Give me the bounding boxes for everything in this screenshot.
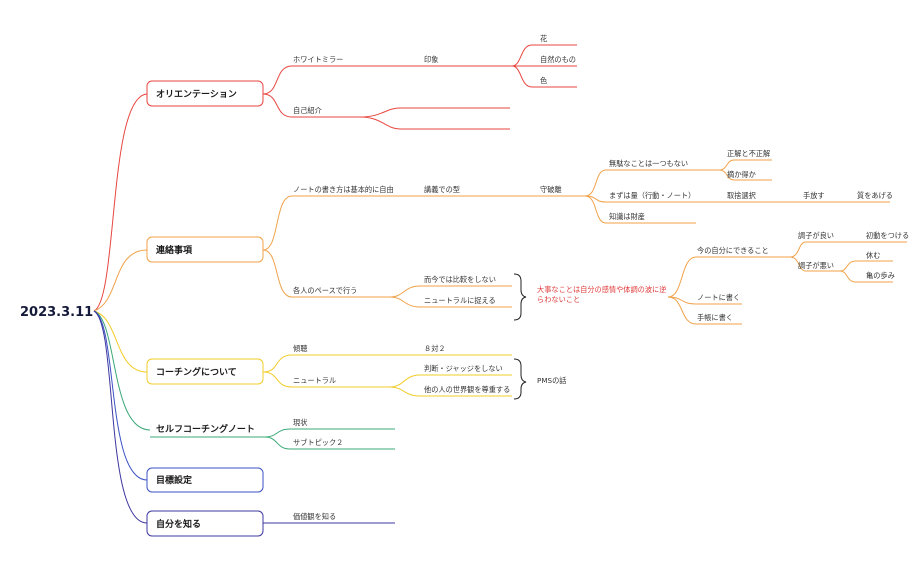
root-connector-self-coaching bbox=[93, 310, 151, 431]
node-neutral[interactable]: ニュートラル bbox=[293, 376, 336, 385]
node-note-free[interactable]: ノートの書き方は基本的に自由 bbox=[293, 185, 394, 194]
node-impression[interactable]: 印象 bbox=[424, 55, 438, 64]
main-topic-self-coaching[interactable]: セルフコーチングノート bbox=[156, 423, 255, 435]
main-topic-know-self-label: 自分を知る bbox=[156, 518, 201, 530]
node-let-go[interactable]: 手放す bbox=[803, 191, 825, 200]
node-white-mirror[interactable]: ホワイトミラー bbox=[293, 55, 343, 64]
root-connector-know-self bbox=[93, 310, 148, 524]
node-pms[interactable]: PMSの話 bbox=[537, 376, 566, 385]
branch-coaching: コーチングについて 傾聴 ８対２ ニュートラル 判断・ジャッジをしない 他の人の… bbox=[146, 344, 566, 400]
node-lecture-type[interactable]: 講義での型 bbox=[424, 185, 460, 194]
root-connector-contact bbox=[93, 249, 148, 312]
node-selection[interactable]: 取捨選択 bbox=[727, 191, 757, 200]
node-color[interactable]: 色 bbox=[540, 76, 547, 85]
node-respect[interactable]: 他の人の世界観を尊重する bbox=[424, 385, 510, 394]
brace-own-pace bbox=[513, 273, 527, 321]
node-eight-two[interactable]: ８対２ bbox=[424, 344, 446, 353]
node-flower[interactable]: 花 bbox=[540, 34, 547, 43]
node-write-note[interactable]: ノートに書く bbox=[697, 293, 740, 302]
root-topic[interactable]: 2023.3.11 bbox=[20, 305, 93, 320]
node-knowledge[interactable]: 知識は財産 bbox=[609, 212, 645, 221]
node-shuhari[interactable]: 守破離 bbox=[540, 185, 562, 194]
branch-know-self: 自分を知る 価値観を知る bbox=[146, 510, 395, 537]
main-topic-coaching-label: コーチングについて bbox=[156, 366, 237, 378]
node-self-intro[interactable]: 自己紹介 bbox=[293, 106, 323, 115]
node-turtle[interactable]: 亀の歩み bbox=[866, 271, 895, 280]
node-bad-condition[interactable]: 調子が悪い bbox=[798, 261, 834, 270]
main-topic-contact-label: 連絡事項 bbox=[156, 244, 193, 256]
node-write-planner[interactable]: 手帳に書く bbox=[697, 313, 733, 322]
node-good-condition[interactable]: 調子が良い bbox=[798, 231, 834, 240]
root-connector-goal bbox=[93, 310, 148, 481]
node-pick-it[interactable]: 摘か得か bbox=[727, 170, 756, 179]
node-values[interactable]: 価値観を知る bbox=[293, 512, 336, 521]
node-listening[interactable]: 傾聴 bbox=[293, 344, 307, 353]
node-neutral-catch[interactable]: ニュートラルに捉える bbox=[424, 296, 496, 305]
node-first-move[interactable]: 初動をつける bbox=[866, 231, 909, 240]
root-connector-orientation bbox=[93, 93, 148, 312]
node-important-line2: らわないこと bbox=[537, 295, 580, 304]
branch-goal: 目標設定 bbox=[146, 467, 264, 493]
main-topic-goal-label: 目標設定 bbox=[156, 474, 193, 486]
node-can-do-now[interactable]: 今の自分にできること bbox=[697, 246, 769, 255]
brace-coaching bbox=[513, 358, 527, 400]
node-own-pace[interactable]: 各人のペースで行う bbox=[293, 286, 357, 295]
node-subtopic[interactable]: サブトピック２ bbox=[293, 438, 343, 447]
main-topic-orientation-label: オリエンテーション bbox=[156, 89, 237, 100]
node-important-line1[interactable]: 大事なことは自分の感情や体調の波に逆 bbox=[537, 285, 666, 294]
node-quality-up[interactable]: 質をあげる bbox=[857, 191, 893, 200]
branch-orientation: オリエンテーション ホワイトミラー 印象 花 自然のもの 色 自己紹介 bbox=[146, 34, 577, 130]
node-status[interactable]: 現状 bbox=[293, 418, 307, 427]
node-no-judge[interactable]: 判断・ジャッジをしない bbox=[424, 364, 503, 373]
node-nature[interactable]: 自然のもの bbox=[540, 55, 576, 64]
main-topic-goal[interactable] bbox=[146, 467, 264, 493]
node-quantity-first[interactable]: まずは量（行動・ノート） bbox=[609, 191, 695, 200]
node-right-wrong[interactable]: 正解と不正解 bbox=[727, 149, 770, 158]
node-no-compare[interactable]: 而今では比較をしない bbox=[424, 275, 496, 284]
node-rest[interactable]: 休む bbox=[866, 251, 880, 260]
branch-self-coaching: セルフコーチングノート 現状 サブトピック２ bbox=[150, 418, 395, 450]
root-connector-coaching bbox=[93, 310, 148, 373]
branch-contact: 連絡事項 ノートの書き方は基本的に自由 講義での型 bbox=[146, 149, 909, 325]
node-no-waste[interactable]: 無駄なことは一つもない bbox=[609, 159, 688, 168]
